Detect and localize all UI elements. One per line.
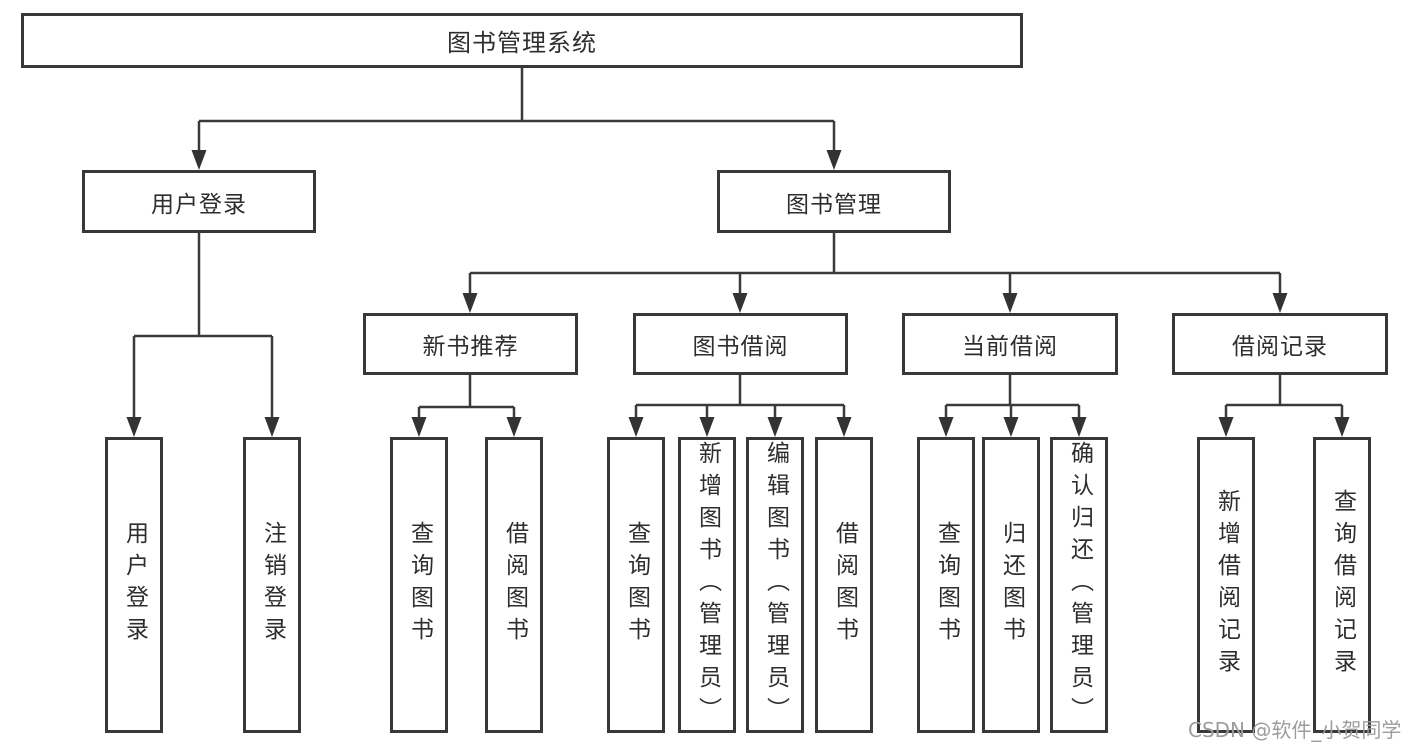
node-leaf-query-books-2: 查询图书 xyxy=(607,437,665,733)
watermark: CSDN @软件_小贺同学 xyxy=(1188,718,1402,742)
node-leaf-query-borrow-record-label: 查询借阅记录 xyxy=(1329,489,1356,681)
node-user-login-label: 用户登录 xyxy=(151,191,247,218)
node-book-borrow: 图书借阅 xyxy=(633,313,848,375)
node-leaf-borrow-books-1: 借阅图书 xyxy=(485,437,543,733)
node-leaf-confirm-return-admin: 确认归还（管理员） xyxy=(1050,437,1108,733)
node-leaf-logout: 注销登录 xyxy=(243,437,301,733)
node-user-login: 用户登录 xyxy=(82,170,316,233)
node-leaf-add-borrow-record-label: 新增借阅记录 xyxy=(1213,489,1240,681)
node-leaf-borrow-books-2: 借阅图书 xyxy=(815,437,873,733)
node-leaf-return-book: 归还图书 xyxy=(982,437,1040,733)
node-leaf-add-borrow-record: 新增借阅记录 xyxy=(1197,437,1255,733)
node-leaf-borrow-books-2-label: 借阅图书 xyxy=(831,521,858,649)
node-leaf-add-book-admin: 新增图书（管理员） xyxy=(678,437,736,733)
node-current-borrow-label: 当前借阅 xyxy=(962,334,1058,360)
node-root: 图书管理系统 xyxy=(21,13,1023,68)
node-borrow-records-label: 借阅记录 xyxy=(1232,334,1328,360)
node-book-management: 图书管理 xyxy=(717,170,951,233)
node-new-book-recommend-label: 新书推荐 xyxy=(422,334,519,360)
node-leaf-user-login-label: 用户登录 xyxy=(121,521,148,649)
node-leaf-edit-book-admin: 编辑图书（管理员） xyxy=(746,437,804,733)
node-current-borrow: 当前借阅 xyxy=(902,313,1118,375)
node-book-borrow-label: 图书借阅 xyxy=(692,334,789,360)
node-book-management-label: 图书管理 xyxy=(786,191,882,218)
node-new-book-recommend: 新书推荐 xyxy=(363,313,578,375)
node-leaf-query-borrow-record: 查询借阅记录 xyxy=(1313,437,1371,733)
node-leaf-query-books-3-label: 查询图书 xyxy=(933,521,960,649)
node-leaf-add-book-admin-label: 新增图书（管理员） xyxy=(694,441,721,729)
node-leaf-query-books-2-label: 查询图书 xyxy=(623,521,650,649)
node-leaf-edit-book-admin-label: 编辑图书（管理员） xyxy=(762,441,789,729)
node-leaf-borrow-books-1-label: 借阅图书 xyxy=(501,521,528,649)
node-root-label: 图书管理系统 xyxy=(447,29,597,57)
node-leaf-logout-label: 注销登录 xyxy=(259,521,286,649)
node-leaf-query-books-3: 查询图书 xyxy=(917,437,975,733)
node-leaf-return-book-label: 归还图书 xyxy=(998,521,1025,649)
node-borrow-records: 借阅记录 xyxy=(1172,313,1388,375)
node-leaf-query-books-1: 查询图书 xyxy=(390,437,448,733)
node-leaf-confirm-return-admin-label: 确认归还（管理员） xyxy=(1066,441,1093,729)
node-leaf-query-books-1-label: 查询图书 xyxy=(406,521,433,649)
node-leaf-user-login: 用户登录 xyxy=(105,437,163,733)
